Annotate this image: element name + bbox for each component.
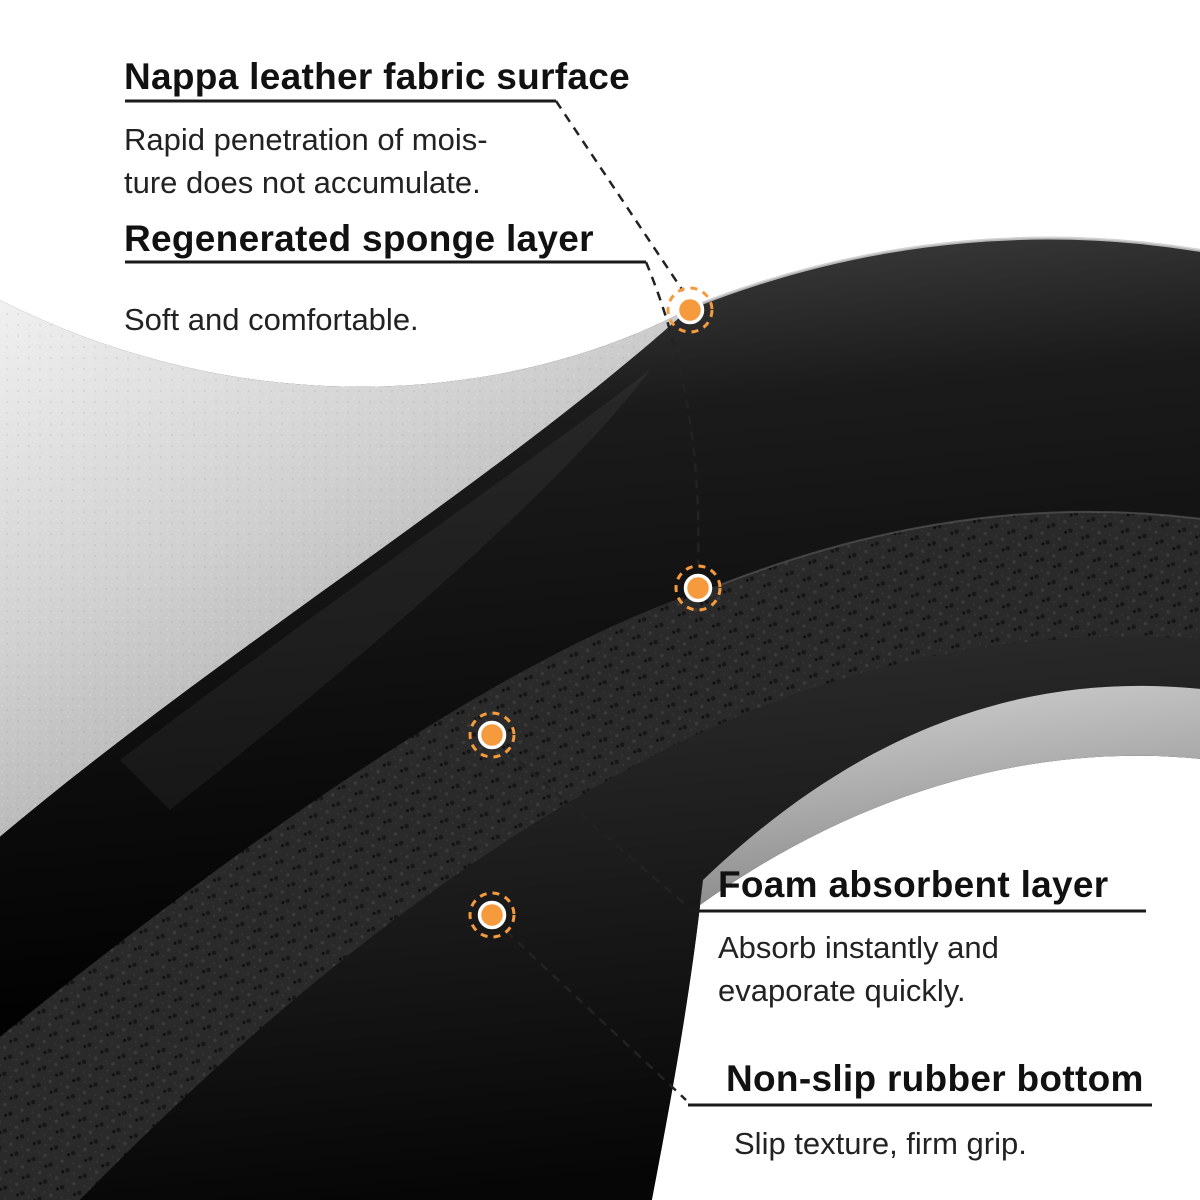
rubber-bottom-marker: [468, 891, 516, 939]
leader-line-fabric: [554, 100, 685, 292]
rubber-layer-band: [79, 636, 1200, 1200]
callout-desc-sponge-layer: Soft and comfortable.: [124, 302, 419, 337]
leader-line-sponge: [644, 261, 700, 565]
callout-title-foam-layer: Foam absorbent layer: [718, 864, 1109, 905]
foam-layer-marker: [468, 711, 516, 759]
mid-edge-highlight: [719, 510, 1200, 586]
sponge-sheen: [120, 370, 650, 810]
leader-line-foam: [506, 750, 687, 906]
fabric-surface-marker: [666, 286, 714, 334]
callout-title-fabric-surface: Nappa leather fabric surface: [124, 56, 631, 97]
callout-title-sponge-layer: Regenerated sponge layer: [124, 218, 594, 259]
sponge-layer-band: [0, 238, 1200, 1037]
callout-title-rubber-bottom: Non-slip rubber bottom: [726, 1058, 1144, 1099]
callout-desc-rubber-bottom: Slip texture, firm grip.: [734, 1126, 1027, 1161]
mat-bottom-edge-strip: [700, 685, 1200, 905]
callout-desc-foam-layer: Absorb instantly and evaporate quickly.: [718, 930, 999, 1009]
top-edge-highlight: [689, 236, 1200, 310]
sponge-layer-marker: [674, 564, 722, 612]
foam-layer-texture: [0, 511, 1200, 1200]
callout-desc-fabric-surface: Rapid penetration of mois- ture does not…: [124, 122, 488, 201]
fabric-surface-texture: [0, 299, 690, 837]
